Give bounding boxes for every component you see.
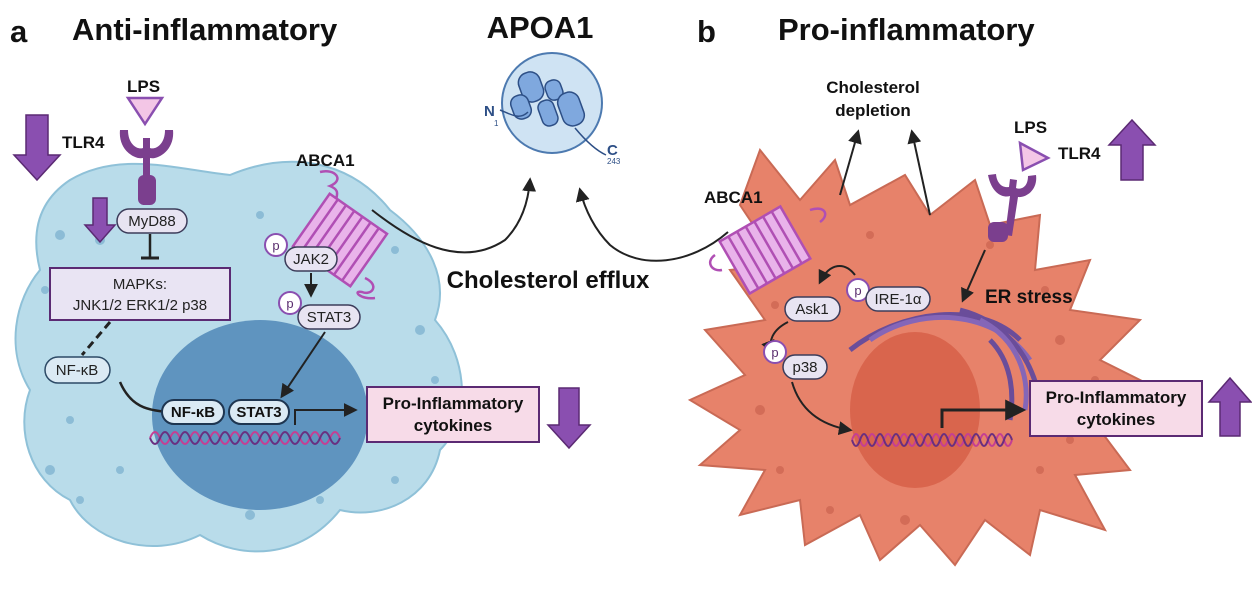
tlr4-label-a: TLR4 xyxy=(62,133,105,152)
abca1-label-a: ABCA1 xyxy=(296,151,355,170)
er-stress-label: ER stress xyxy=(985,287,1073,308)
cytokines-box-b xyxy=(1029,380,1203,437)
phospho-p-jak2: p xyxy=(272,238,279,253)
efflux-arrow-a xyxy=(371,177,537,254)
arrow-depletion-1 xyxy=(839,129,862,196)
abca1-transporter-b xyxy=(708,204,827,296)
arrow-stat3-nucleus xyxy=(280,331,326,399)
c-terminus: C xyxy=(607,142,618,159)
nfkb-nuc-node xyxy=(161,399,225,425)
ask1-node xyxy=(784,296,841,322)
cytokines-a-line1: Pro-Inflammatory xyxy=(383,394,524,413)
myd88-label: MyD88 xyxy=(128,213,176,230)
panel-a-title: Anti-inflammatory xyxy=(72,12,338,47)
tlr4-receptor-a xyxy=(119,130,174,205)
p38-node xyxy=(782,354,828,380)
stat3-nuc-label: STAT3 xyxy=(236,404,281,421)
p38-label: p38 xyxy=(792,359,817,376)
down-arrow-tlr4-a xyxy=(12,114,62,182)
stat3-nuc-node xyxy=(228,399,290,425)
stat3-cyto-node xyxy=(297,304,361,330)
jak2-node xyxy=(284,246,338,272)
lps-label-a: LPS xyxy=(127,77,160,96)
phospho-p-p38: p xyxy=(771,345,778,360)
cytokines-a-line2: cytokines xyxy=(414,416,492,435)
depletion-line1: Cholesterol xyxy=(826,78,920,97)
c-terminus-num: 243 xyxy=(607,157,621,166)
phospho-p-ire1a: p xyxy=(854,283,861,298)
lps-triangle-b xyxy=(1018,140,1051,172)
ire1a-node xyxy=(865,286,931,312)
panel-a-letter: a xyxy=(10,14,28,49)
down-arrow-cytokines-a xyxy=(546,387,592,450)
phospho-circle-stat3 xyxy=(278,291,302,315)
ask1-label: Ask1 xyxy=(795,301,828,318)
arrow-tlr4-er xyxy=(961,249,986,303)
apoa1-termini-lines xyxy=(499,109,607,156)
dna-helix-b xyxy=(851,433,1013,447)
nfkb-cyto-node xyxy=(44,356,111,384)
transcription-arrow-a xyxy=(294,403,358,425)
center-apoa1: APOA1 N 1 C 243 Cholesterol efflux xyxy=(371,10,729,294)
apoa1-helices xyxy=(509,71,586,127)
n-terminus: N xyxy=(484,103,495,120)
phospho-p-stat3: p xyxy=(286,296,293,311)
down-arrow-myd88 xyxy=(83,197,117,244)
nfkb-cyto-label: NF-κB xyxy=(56,362,99,379)
panel-b-title: Pro-inflammatory xyxy=(778,12,1035,47)
phospho-circle-p38 xyxy=(763,340,787,364)
mapks-list: JNK1/2 ERK1/2 p38 xyxy=(73,297,207,314)
phospho-circle-jak2 xyxy=(264,233,288,257)
cholesterol-efflux-label: Cholesterol efflux xyxy=(447,267,650,294)
mapks-title: MAPKs: xyxy=(113,276,167,293)
panel-a: a Anti-inflammatory LPS TLR4 MyD88 MAPKs… xyxy=(10,12,592,553)
mapks-box xyxy=(49,267,231,321)
apoa1-title: APOA1 xyxy=(487,10,594,45)
n-terminus-num: 1 xyxy=(494,119,499,128)
cytokines-b-line1: Pro-Inflammatory xyxy=(1046,388,1187,407)
vesicles-a xyxy=(41,211,439,520)
cytokines-box-a xyxy=(366,386,540,443)
panel-b: b Pro-inflammatory Cholesterol depletion… xyxy=(687,12,1252,567)
abca1-label-b: ABCA1 xyxy=(704,188,763,207)
cytokines-b-line2: cytokines xyxy=(1077,410,1155,429)
nfkb-nuc-label: NF-κB xyxy=(171,404,215,421)
jak2-label: JAK2 xyxy=(293,251,329,268)
transcription-arrow-b xyxy=(940,399,1027,428)
efflux-arrow-b xyxy=(575,187,729,262)
arrow-p38-nucleus xyxy=(791,381,853,436)
dna-helix-a xyxy=(149,431,341,445)
dashed-mapks-nfkb xyxy=(80,321,112,356)
up-arrow-tlr4-b xyxy=(1107,118,1157,181)
nucleus-b xyxy=(850,332,980,488)
lps-triangle-a xyxy=(125,96,165,127)
myd88-node xyxy=(116,208,188,234)
lps-label-b: LPS xyxy=(1014,118,1047,137)
panel-b-letter: b xyxy=(697,14,716,49)
arrow-ire1a-ask1 xyxy=(818,265,856,285)
up-arrow-cytokines-b xyxy=(1207,376,1252,437)
ire1a-label: IRE-1α xyxy=(874,291,921,308)
arrow-depletion-2 xyxy=(907,129,931,216)
tlr4-label-b: TLR4 xyxy=(1058,144,1101,163)
tlr4-receptor-b xyxy=(988,174,1037,242)
depletion-line2: depletion xyxy=(835,101,911,120)
stat3-cyto-label: STAT3 xyxy=(307,309,351,326)
